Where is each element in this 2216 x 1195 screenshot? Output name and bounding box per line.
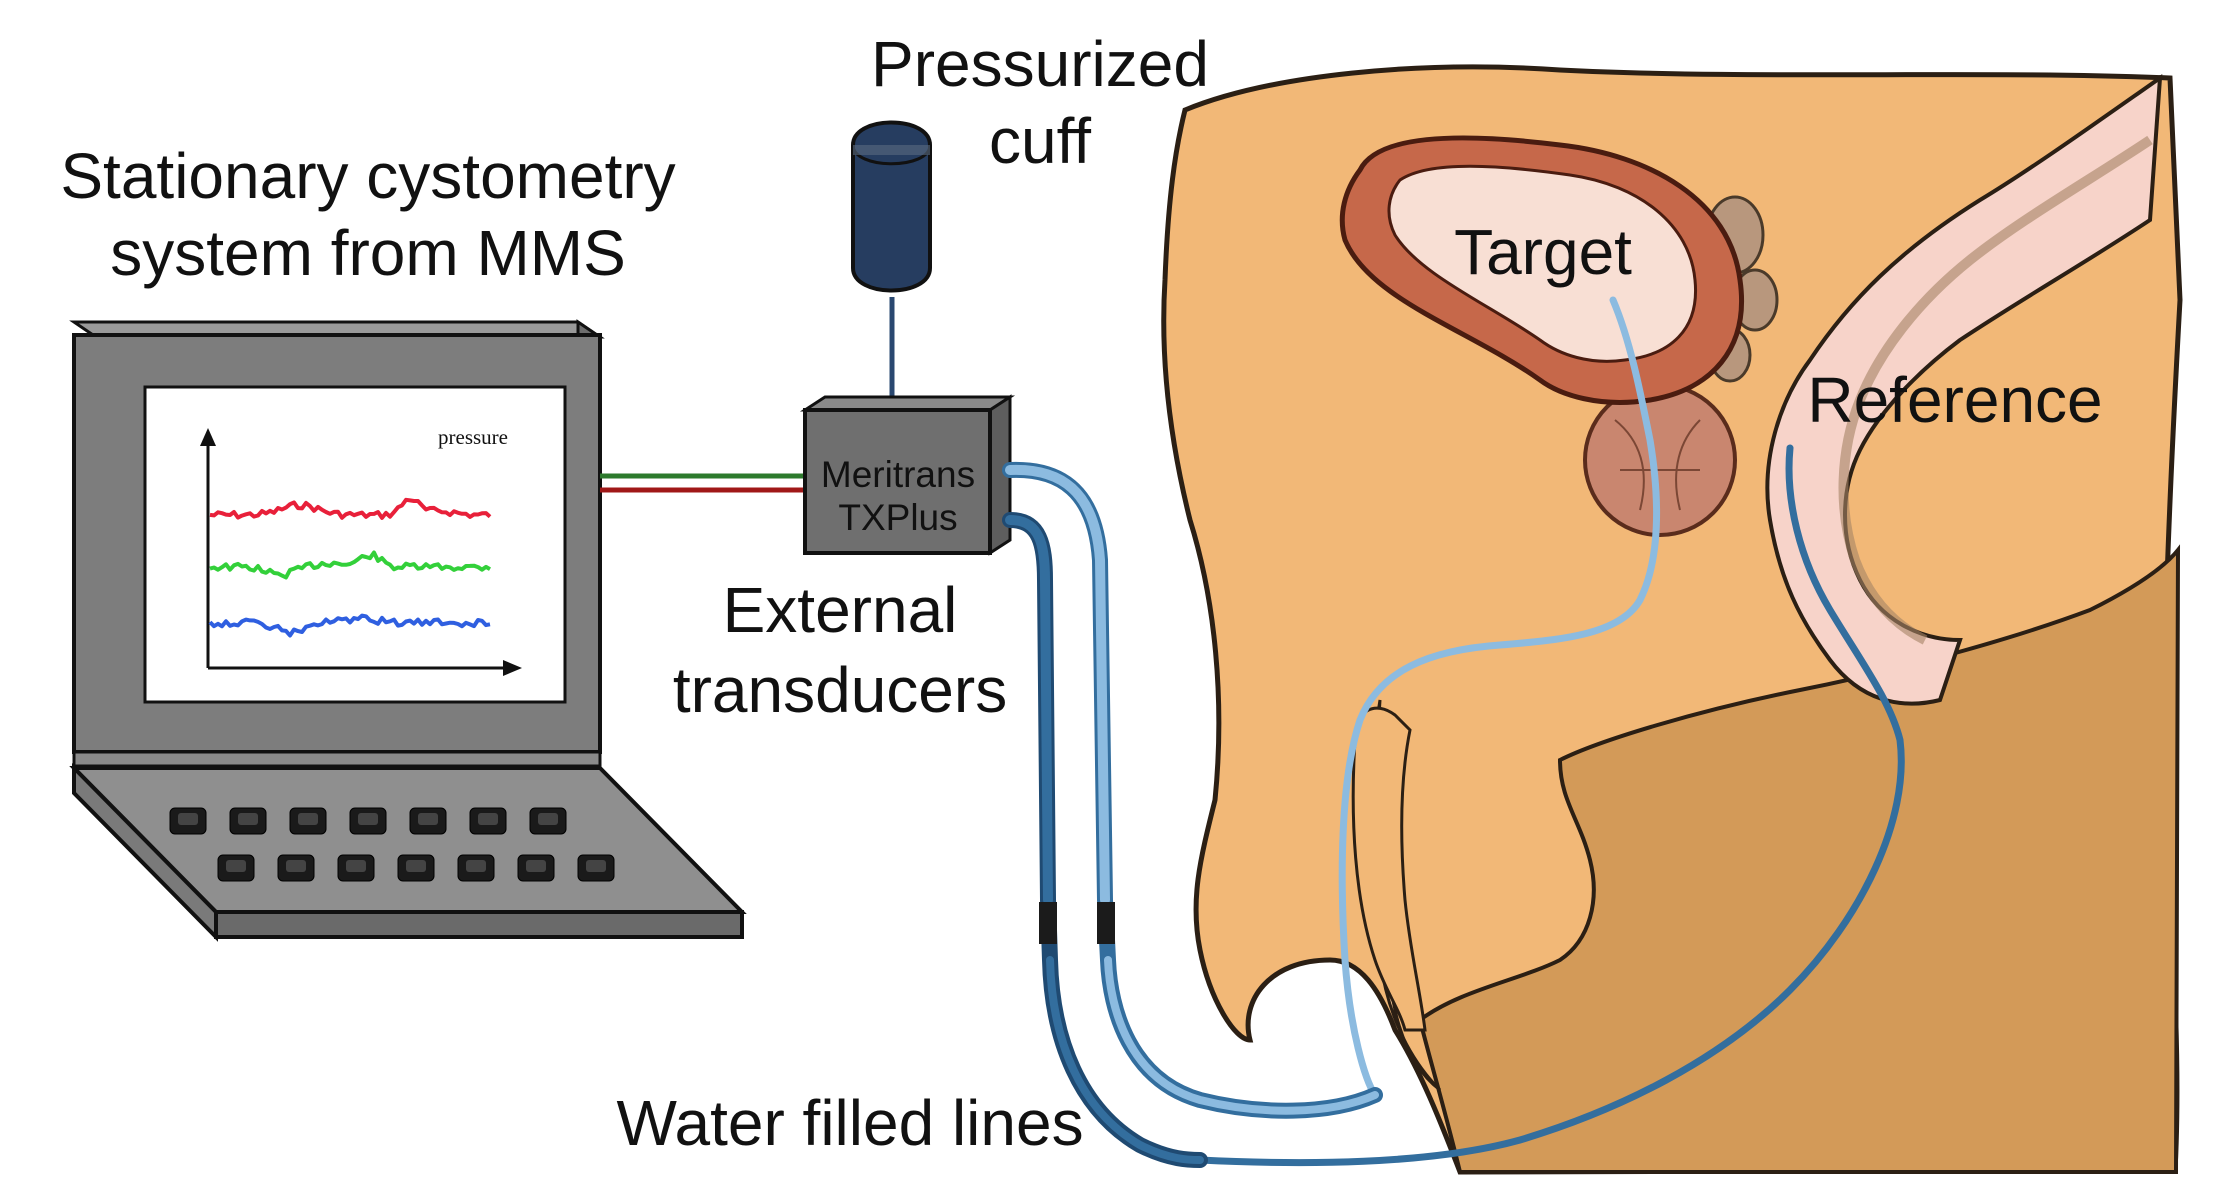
- keyboard-key-cap: [238, 813, 258, 825]
- keyboard-key-cap: [538, 813, 558, 825]
- cuff-bag: [851, 120, 932, 293]
- pressurized-cuff: [851, 120, 932, 420]
- keyboard-key-cap: [226, 860, 246, 872]
- reference-label: Reference: [1807, 364, 2102, 436]
- keyboard-key-cap: [178, 813, 198, 825]
- keyboard-key-cap: [478, 813, 498, 825]
- keyboard-key-cap: [586, 860, 606, 872]
- connector-dark: [1039, 902, 1057, 944]
- reference-catheter-line: [1196, 444, 1905, 1167]
- target-label: Target: [1454, 216, 1632, 288]
- system-label-line1: Stationary cystometry: [60, 140, 675, 212]
- keyboard-key-cap: [298, 813, 318, 825]
- cuff-label-line1: Pressurized: [871, 28, 1209, 100]
- keyboard-key-cap: [346, 860, 366, 872]
- monitor-screen: [143, 385, 567, 704]
- screen-legend-label: pressure: [438, 425, 508, 449]
- rectum: [1765, 73, 2163, 706]
- keyboard-front: [214, 910, 744, 939]
- external-label-line1: External: [723, 574, 958, 646]
- keyboard-key-cap: [418, 813, 438, 825]
- monitor-neck: [72, 750, 602, 768]
- pressure-trace-green: [209, 550, 491, 580]
- target-catheter-line: [1338, 296, 1661, 1099]
- prostate: [1583, 383, 1737, 537]
- keyboard-key-cap: [358, 813, 378, 825]
- transducer-box: Meritrans TXPlus: [799, 394, 1016, 556]
- transducer-box-label-1: Meritrans: [821, 454, 975, 495]
- transducer-box-label-2: TXPlus: [838, 497, 957, 538]
- anatomy-cross-section: [1161, 64, 2183, 1175]
- keyboard-key-cap: [286, 860, 306, 872]
- system-label-line2: system from MMS: [110, 217, 626, 289]
- transducer-box-front: [803, 408, 992, 555]
- keyboard-key-cap: [406, 860, 426, 872]
- pressure-trace-red: [209, 497, 492, 520]
- pelvic-region: [1417, 544, 2181, 1174]
- pressure-trace-blue: [208, 613, 491, 638]
- rectum-inner: [1838, 135, 2153, 645]
- water-filled-lines: [1002, 461, 1383, 1168]
- water-lines-label: Water filled lines: [616, 1087, 1083, 1159]
- keyboard-key-cap: [466, 860, 486, 872]
- keyboard-keys: [169, 807, 615, 882]
- cuff-label-line2: cuff: [989, 105, 1091, 177]
- computer: pressure: [69, 319, 747, 942]
- external-label-line2: transducers: [673, 654, 1007, 726]
- connector-light: [1097, 902, 1115, 944]
- keyboard-key-cap: [526, 860, 546, 872]
